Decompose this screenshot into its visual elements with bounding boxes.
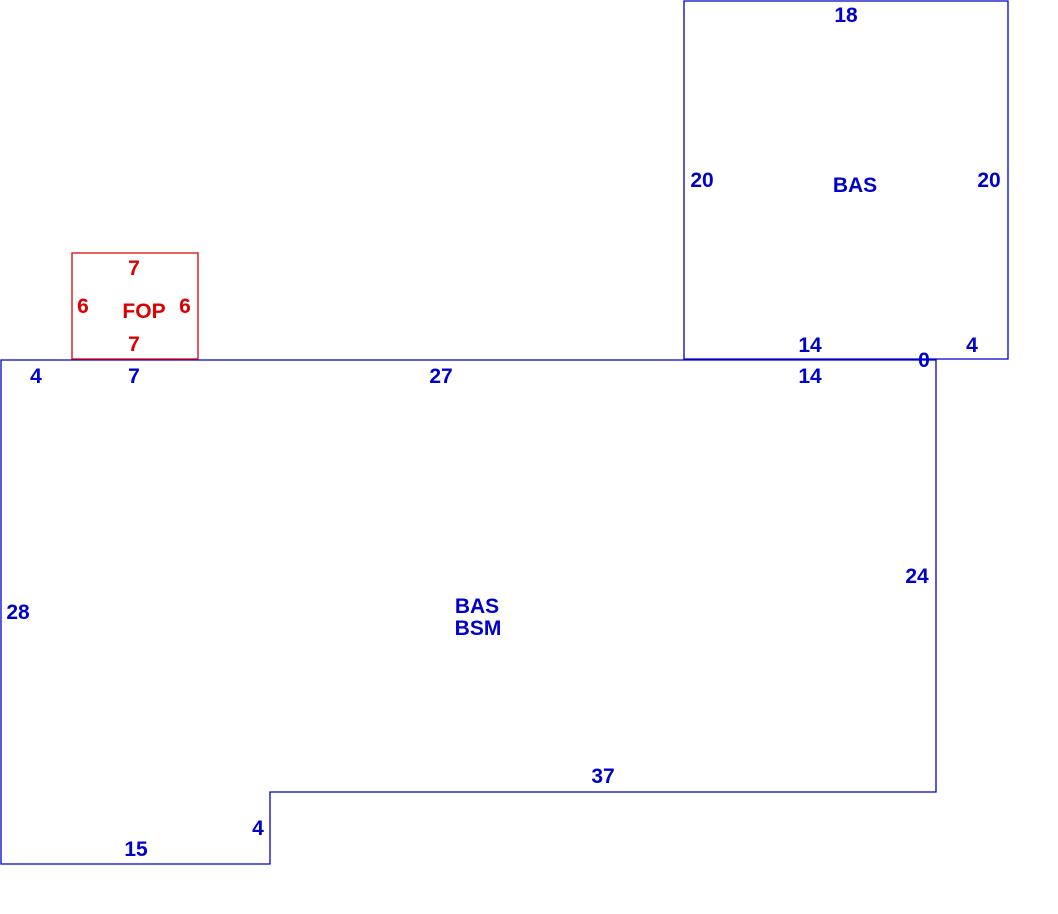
main-label-line1: BAS <box>455 595 499 618</box>
main-dim-step-vertical: 4 <box>252 817 264 840</box>
main-dim-bottom: 15 <box>124 838 148 861</box>
upper-bas-dim-left: 20 <box>690 169 713 192</box>
fop-porch-outline <box>71 252 199 360</box>
main-dim-corner: 0 <box>918 349 930 372</box>
main-dim-top-porch: 7 <box>128 365 140 388</box>
upper-bas-dim-bottom-right: 4 <box>966 334 978 357</box>
main-dim-top-left: 4 <box>30 365 42 388</box>
main-dim-right: 24 <box>905 565 929 588</box>
main-label-line2: BSM <box>455 617 502 640</box>
fop-dim-right: 6 <box>179 295 191 318</box>
upper-bas-outline <box>683 0 1009 360</box>
fop-dim-bottom: 7 <box>128 333 140 356</box>
main-dim-top-right: 14 <box>798 365 822 388</box>
fop-label: FOP <box>122 300 165 323</box>
upper-bas-dim-top: 18 <box>834 4 858 27</box>
main-dim-top-middle: 27 <box>429 365 452 388</box>
fop-dim-top: 7 <box>128 257 140 280</box>
fop-dim-left: 6 <box>77 295 89 318</box>
upper-bas-dim-right: 20 <box>977 169 1000 192</box>
main-dim-left: 28 <box>6 601 30 624</box>
upper-bas-dim-bottom-left: 14 <box>798 334 822 357</box>
main-bas-bsm-outline <box>0 359 937 865</box>
upper-bas-label: BAS <box>833 174 877 197</box>
main-dim-bottom-step: 37 <box>591 765 614 788</box>
